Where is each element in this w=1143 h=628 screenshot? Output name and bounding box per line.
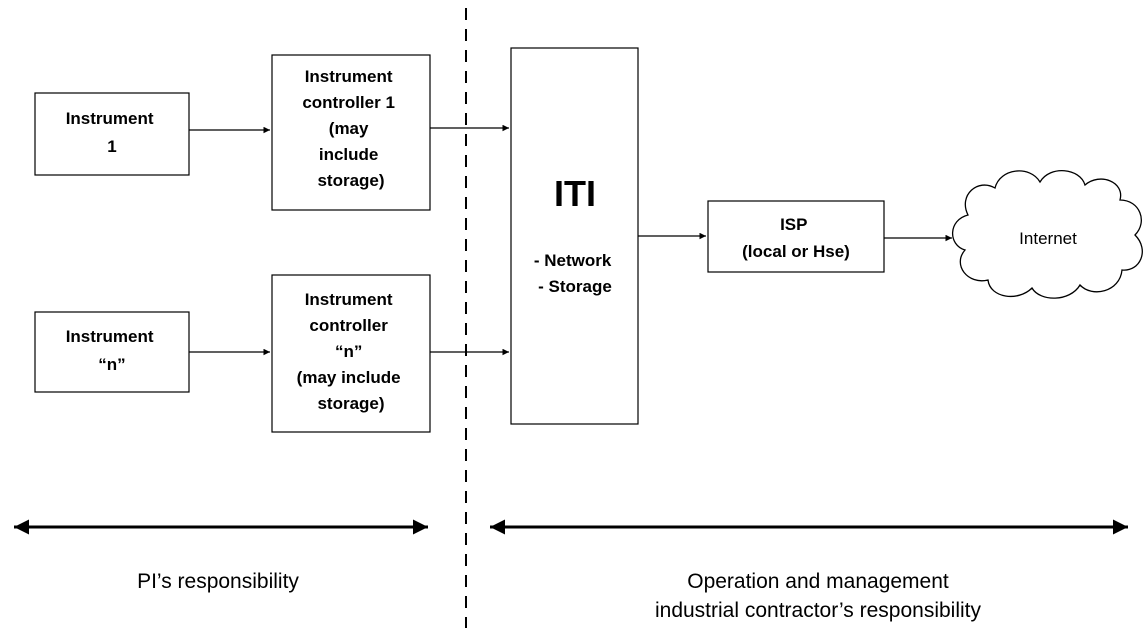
iti-title: ITI: [554, 173, 596, 214]
controller-n-line-3: “n”: [335, 342, 362, 361]
controller-n-line-1: Instrument: [305, 290, 393, 309]
pi-responsibility-label: PI’s responsibility: [137, 570, 299, 593]
internet-cloud: Internet: [951, 170, 1143, 299]
internet-label: Internet: [1019, 229, 1077, 248]
controller-1-line-4: include: [319, 145, 379, 164]
cloud-icon: [951, 170, 1143, 299]
instrument-n-line-1: Instrument: [66, 327, 154, 346]
svg-text:Instrument controller 1: Instrument controller 1 (may include sto…: [302, 67, 399, 190]
isp-line-1: ISP: [780, 215, 807, 234]
svg-text:- Network - Storage: - Network - Storage: [534, 251, 616, 296]
controller-1-line-2: controller 1: [302, 93, 395, 112]
svg-text:ISP (local or Hse): ISP (local or Hse): [742, 215, 850, 261]
instrument-1-box: Instrument 1: [34, 92, 190, 176]
svg-text:Instrument 1: Instrument 1: [66, 109, 159, 156]
controller-n-line-4: (may include: [297, 368, 401, 387]
iti-item-network: - Network: [534, 251, 612, 270]
controller-1-line-1: Instrument: [305, 67, 393, 86]
svg-text:Instrument controller: Instrument controller “n” (may include s…: [297, 290, 406, 413]
contractor-responsibility-line-1: Operation and management: [687, 570, 949, 593]
controller-n-line-2: controller: [309, 316, 388, 335]
controller-n-line-5: storage): [317, 394, 384, 413]
isp-box: ISP (local or Hse): [707, 200, 885, 273]
instrument-1-line-2: 1: [107, 137, 116, 156]
contractor-responsibility-line-2: industrial contractor’s responsibility: [655, 599, 982, 622]
svg-text:Instrument “n”: Instrument “n”: [66, 327, 159, 374]
instrument-n-line-2: “n”: [98, 355, 125, 374]
iti-item-storage: - Storage: [538, 277, 612, 296]
instrument-n-box: Instrument “n”: [34, 311, 190, 393]
controller-1-line-3: (may: [329, 119, 369, 138]
iti-box: ITI - Network - Storage: [510, 47, 639, 425]
isp-line-2: (local or Hse): [742, 242, 850, 261]
instrument-1-line-1: Instrument: [66, 109, 154, 128]
controller-1-line-5: storage): [317, 171, 384, 190]
instrument-controller-1-box: Instrument controller 1 (may include sto…: [271, 54, 431, 211]
instrument-controller-n-box: Instrument controller “n” (may include s…: [271, 274, 431, 433]
